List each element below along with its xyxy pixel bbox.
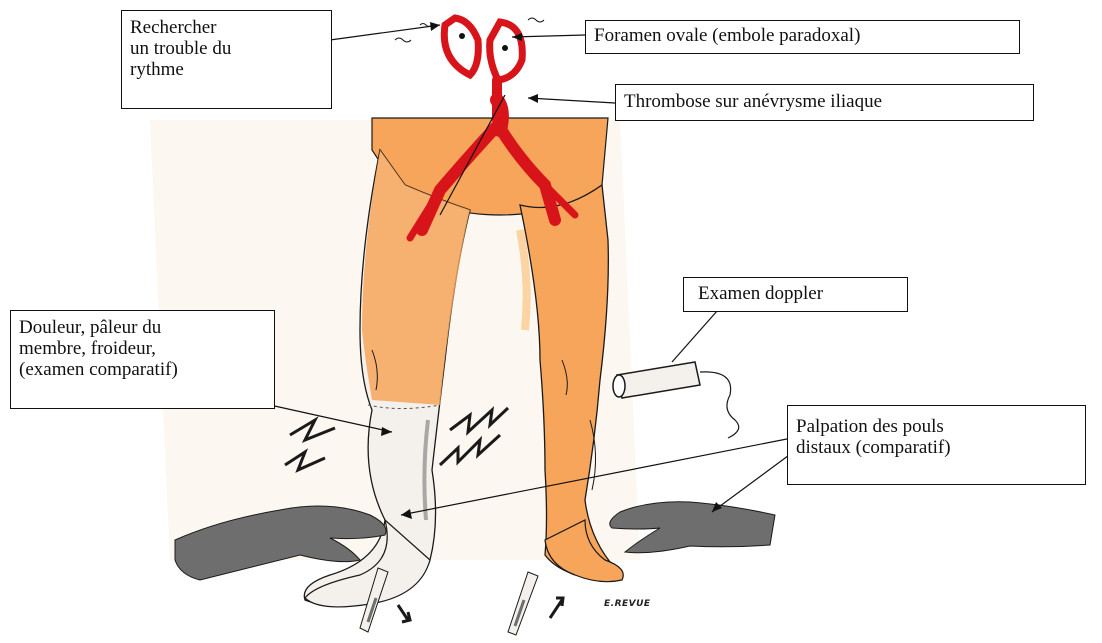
- palpation-label: Palpation des pouls distaux (comparatif): [787, 405, 1086, 485]
- right-hand: [610, 502, 775, 553]
- foramen-ovale-label: Foramen ovale (embole paradoxal): [585, 20, 1020, 54]
- rhythm-label: Rechercher un trouble du rythme: [121, 10, 332, 109]
- thrombosis-label: Thrombose sur anévrysme iliaque: [615, 84, 1034, 121]
- artist-signature: E.REVUE: [604, 599, 651, 609]
- thermometer-right: [508, 572, 563, 635]
- heart: [444, 18, 522, 80]
- pain-label: Douleur, pâleur du membre, froideur, (ex…: [10, 310, 275, 409]
- doppler-label: Examen doppler: [683, 277, 908, 312]
